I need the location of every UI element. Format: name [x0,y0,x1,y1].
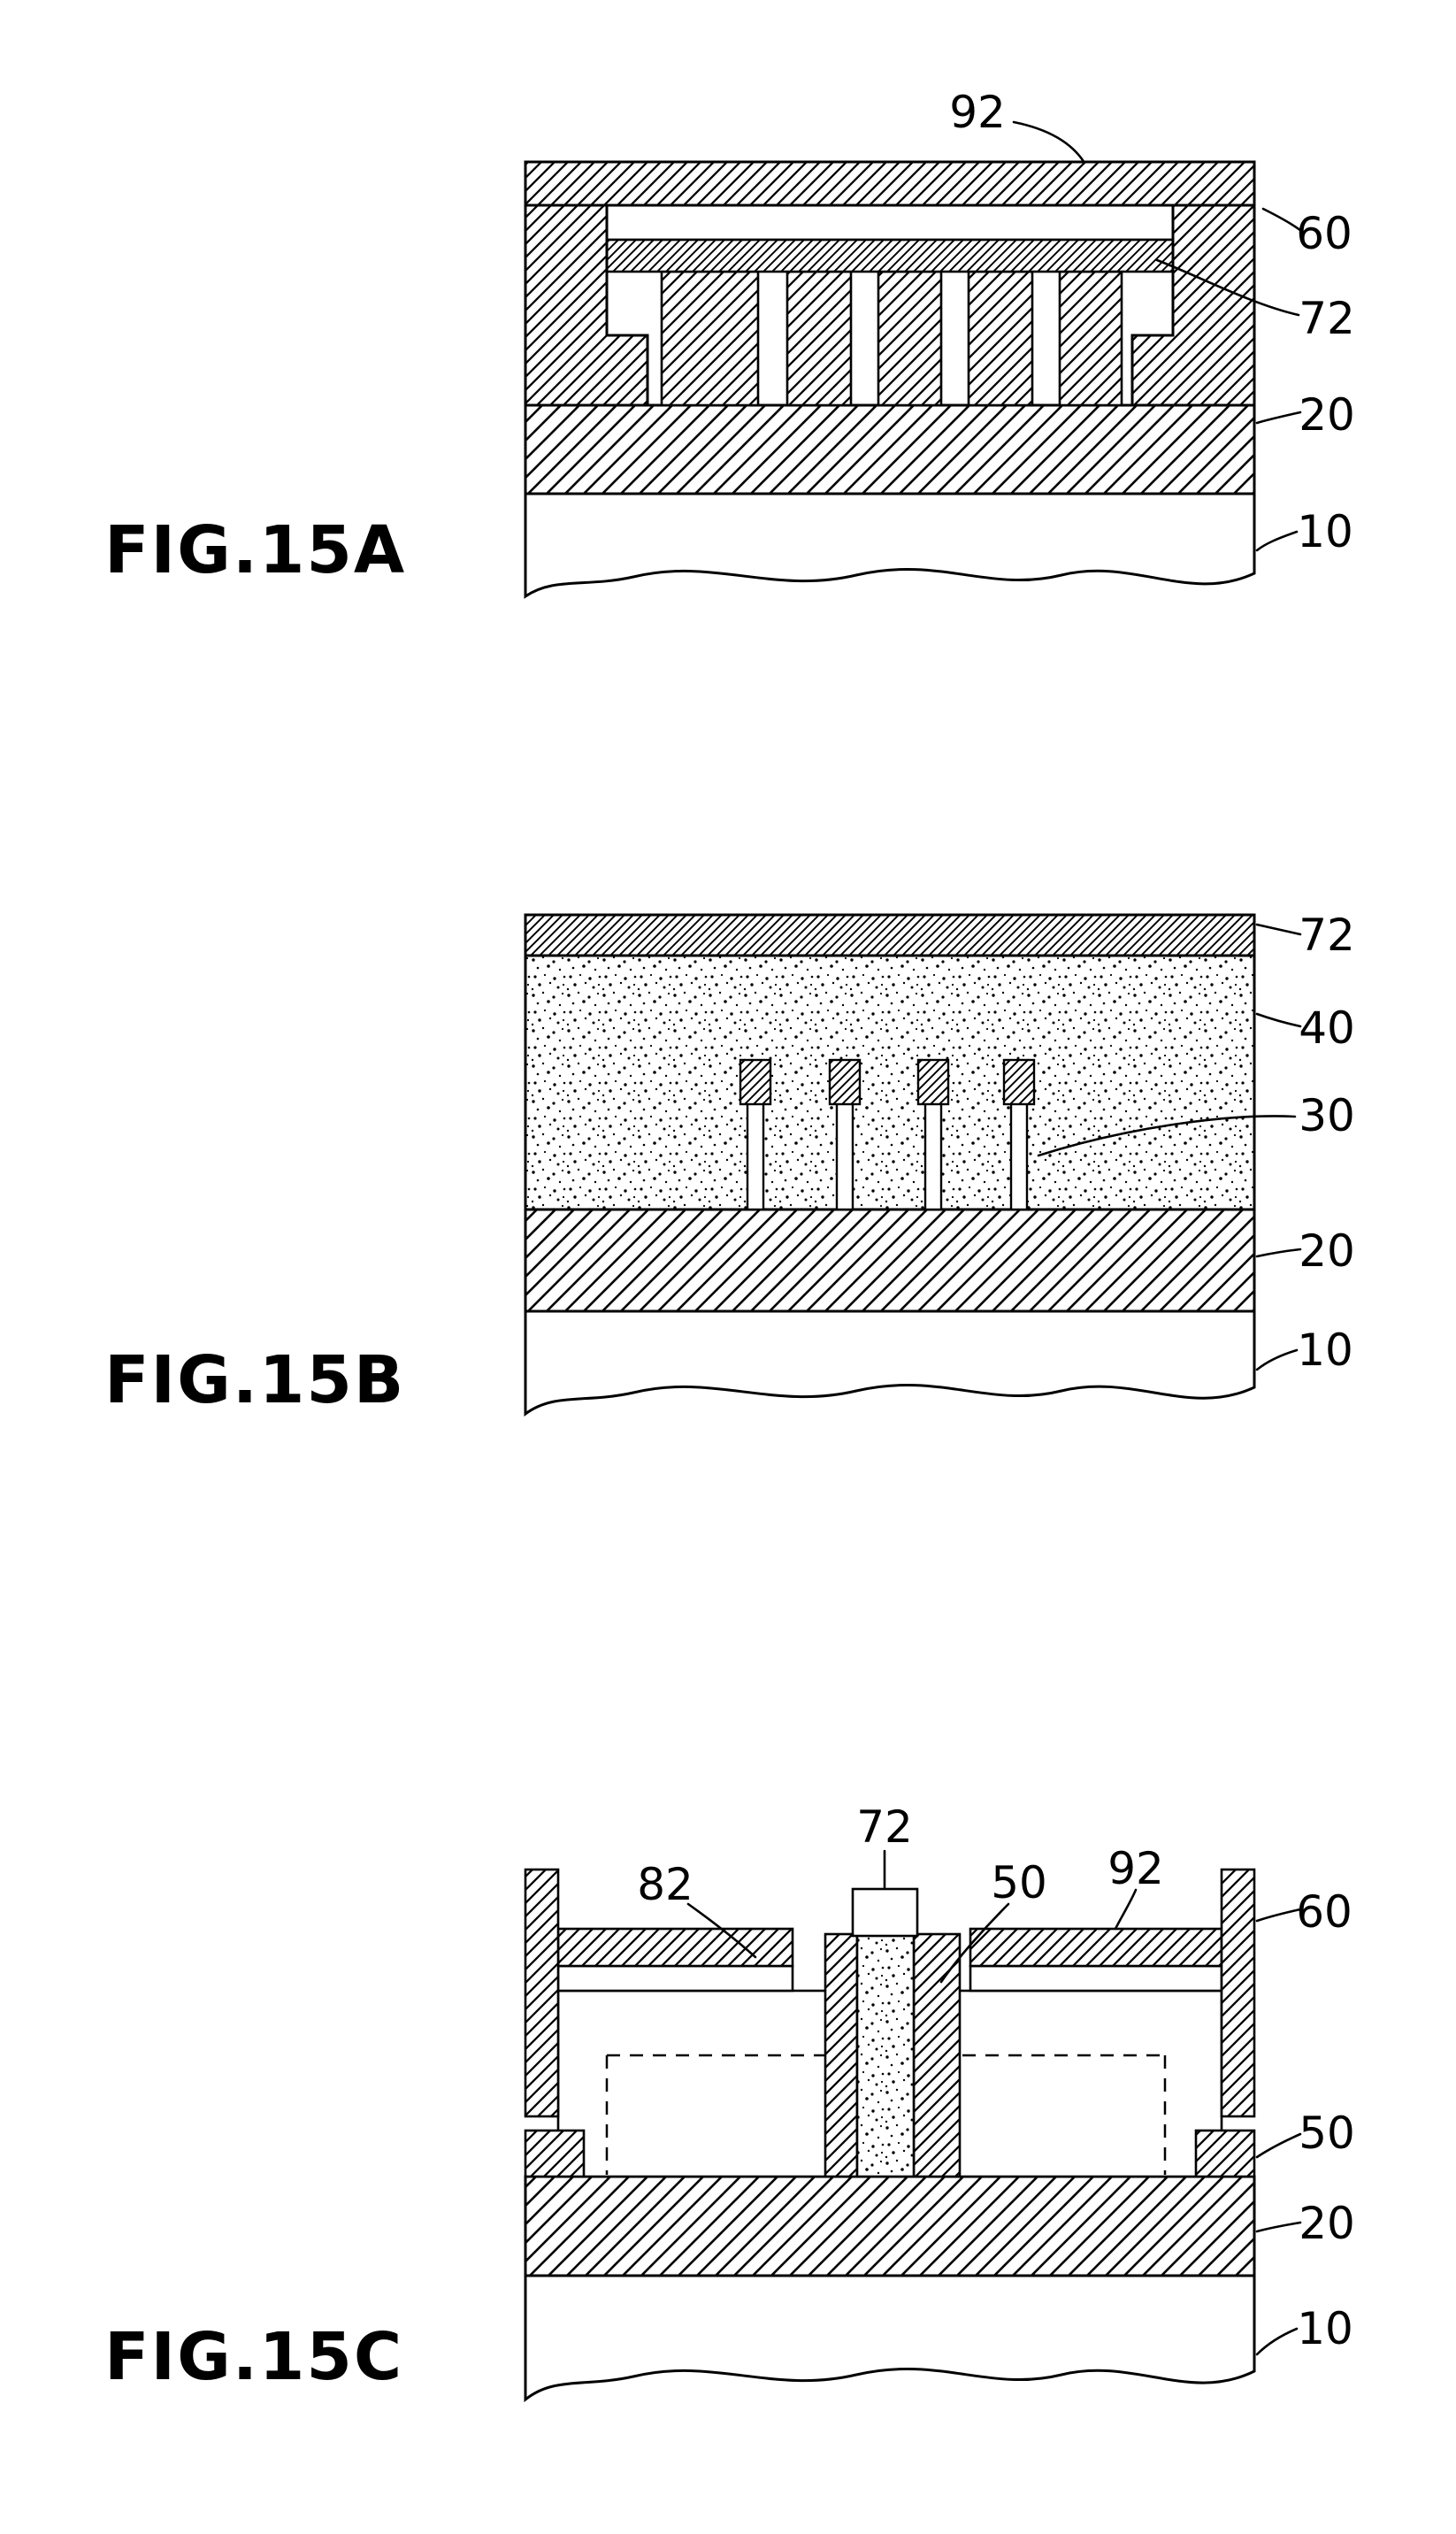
leader-92 [1114,1888,1138,1931]
gate-tooth [967,270,1034,407]
fig15b-leader-lines [1037,923,1302,1371]
fig15c-leader-lines [686,1849,1302,2356]
leader-20 [1255,411,1302,425]
fig15b-ref-72: 72 [1299,910,1355,961]
gate-tooth [660,270,760,407]
fig15b-pillars-30 [739,1058,1036,1211]
gate-tooth [877,270,943,407]
leader-30 [1037,1115,1297,1157]
fig15b-title: FIG.15B [104,1342,406,1418]
pillar-cap [828,1058,862,1106]
fig15b-layer-40 [524,954,1256,1211]
fig15a-ref-10: 10 [1297,506,1353,557]
fig15a-title: FIG.15A [104,512,407,588]
fig15b-layer-20 [524,1208,1256,1313]
right-foot-50 [1194,2129,1256,2178]
fig15c-buried-outline-dashed [605,2054,1167,2175]
strip-right-upper-92 [969,1927,1223,1968]
fig15c-title: FIG.15C [104,2319,404,2395]
leader-82 [686,1902,757,1959]
fig15b-ref-20: 20 [1299,1225,1355,1277]
leader-60 [1261,207,1303,233]
fig15a-substrate-10 [524,492,1256,599]
gate-tooth [1058,270,1123,407]
leader-20 [1255,1248,1302,1258]
leader-10 [1255,530,1299,552]
fig15a-left-wall [524,203,649,407]
pillar-cap [1002,1058,1036,1106]
fig15c-ref-20: 20 [1299,2198,1355,2249]
fig15c-drawing [524,1849,1302,2403]
fig15b-drawing [524,913,1302,1417]
fig15c-layer-20 [524,2175,1256,2277]
fig15c-ref-50-top: 50 [991,1857,1047,1908]
fig15c-ref-50-right: 50 [1299,2108,1355,2159]
right-wall-fin [1220,1868,1256,2118]
fig15b-ref-40: 40 [1299,1002,1355,1054]
fig15c-substrate-10 [524,2274,1256,2403]
left-wall-fin [524,1868,560,2118]
strip-left-upper-82 [556,1927,794,1968]
leader-10 [1255,2327,1299,2356]
leader-10 [1255,1348,1299,1371]
leader-20 [1255,2221,1302,2233]
fig15c-side-walls [524,1868,1256,2178]
leader-50-top [939,1902,1010,1984]
fig15c-ref-72: 72 [856,1801,913,1853]
fig15c-ref-60: 60 [1296,1886,1353,1938]
gate-tooth [785,270,853,407]
fig15c-ref-92: 92 [1107,1843,1164,1894]
fig15a-layer-20 [524,403,1256,495]
plug-right-liner-50 [912,1932,962,2178]
strip-right-lower [969,1964,1223,1993]
leader-60 [1255,1908,1302,1923]
plug-top-cap [851,1887,919,1938]
leader-72 [1255,923,1302,936]
fig15a-drawing [524,120,1303,599]
fig15a-right-wall [1130,203,1256,407]
fig15b-ref-30: 30 [1299,1090,1355,1141]
fig15b-ref-10: 10 [1297,1325,1353,1376]
pillar-cap [916,1058,950,1106]
leader-92 [1012,120,1086,165]
left-foot-50 [524,2129,586,2178]
leader-72 [1155,258,1300,317]
fig15b-layer-72 [524,913,1256,957]
fig15b-substrate-10 [524,1309,1256,1417]
plug-core-stipple [855,1932,916,2178]
fig15c-top-strips [556,1927,1223,1993]
fig15a-gate-teeth [660,270,1123,407]
pillar-cap [739,1058,772,1106]
fig15a-ref-60: 60 [1296,208,1353,259]
plug-left-liner-50 [824,1932,859,2178]
fig15a-ref-92: 92 [949,87,1006,138]
fig15c-ref-10: 10 [1297,2303,1353,2354]
fig15a-ref-72: 72 [1299,293,1355,344]
fig15a-leader-lines [1012,120,1303,552]
fig15c-ref-82: 82 [637,1859,694,1910]
leader-50-right [1255,2132,1302,2159]
fig15c-center-plug-72 [824,1887,962,2178]
fig15a-ref-20: 20 [1299,389,1355,441]
fig15a-top-cap-92 [524,160,1256,207]
fig15a-inner-gap [605,203,1175,242]
leader-40 [1255,1012,1302,1028]
